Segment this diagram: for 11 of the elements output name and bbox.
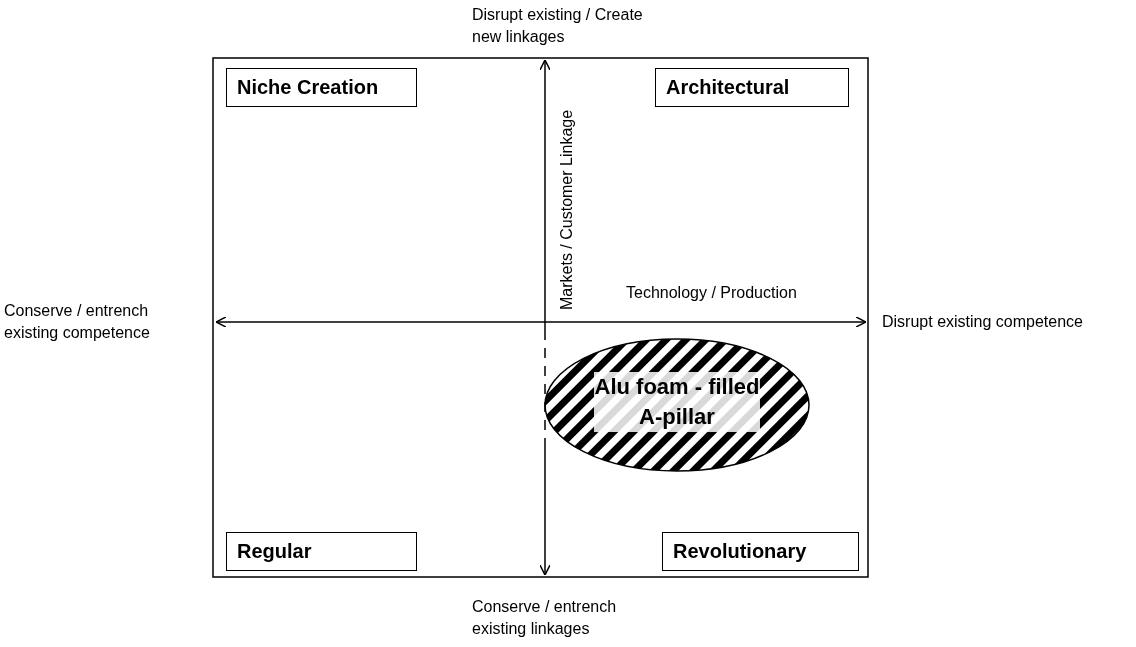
quadrant-label: Architectural (655, 68, 849, 107)
axis-label: Disrupt existing competence (882, 312, 1084, 332)
axis-label: Technology / Production (626, 283, 798, 303)
axis-label: Markets / Customer Linkage (557, 109, 576, 310)
quadrant-label: Regular (226, 532, 417, 571)
quadrant-label: Revolutionary (662, 532, 859, 571)
ellipse-label: Alu foam - filled A-pillar (594, 372, 760, 432)
quadrant-label: Niche Creation (226, 68, 417, 107)
axis-label: Conserve / entrench existing competence (4, 301, 151, 343)
axis-label: Disrupt existing / Create new linkages (472, 5, 644, 47)
axis-label: Conserve / entrench existing linkages (472, 597, 618, 639)
